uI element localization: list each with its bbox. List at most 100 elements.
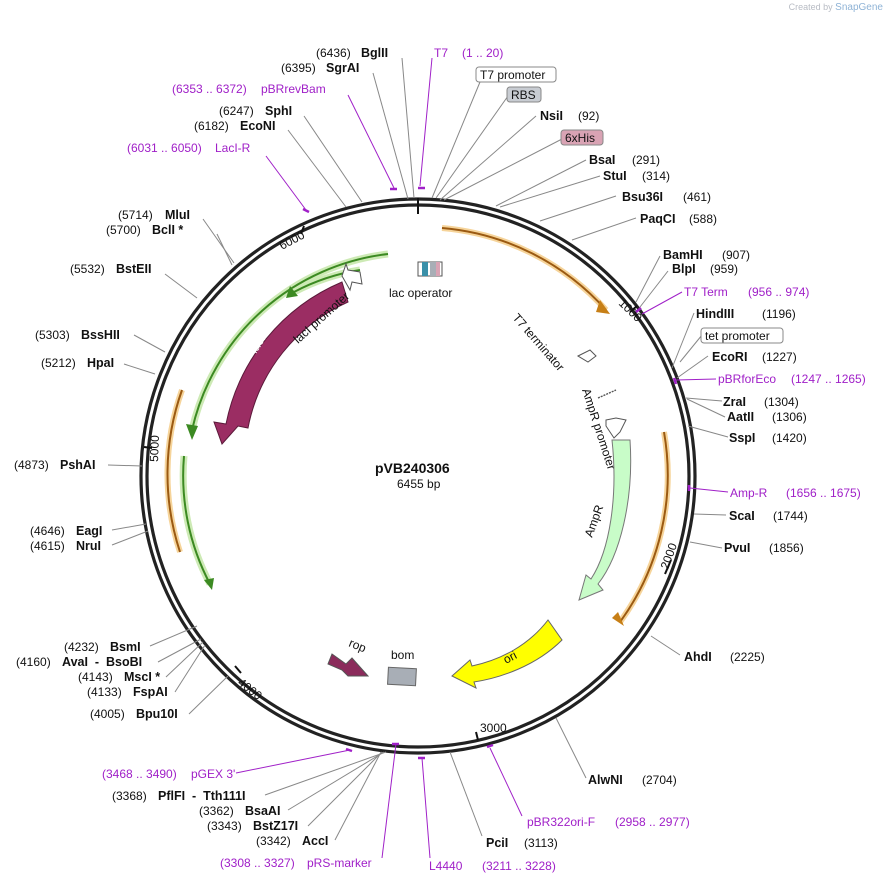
- enzyme-pos-stui: (314): [642, 169, 670, 183]
- primer-leader-t7-term: [641, 291, 683, 315]
- tick-4000: [234, 665, 242, 674]
- enzyme-pos-bsshii: (5303): [35, 328, 70, 342]
- enzyme-pos-bamhi: (907): [722, 248, 750, 262]
- enzyme-pos-hindiii: (1196): [762, 307, 796, 321]
- feature-t7-terminator-label: T7 terminator: [510, 311, 567, 374]
- leader-bsai: [495, 159, 587, 207]
- leader-pflfi: [264, 751, 387, 796]
- primer-mark-pbrforeco: [672, 377, 678, 385]
- watermark-prefix: Created by: [788, 2, 833, 12]
- enzyme-name-bpu10i: Bpu10I: [136, 707, 178, 721]
- leader-pshai: [107, 464, 143, 467]
- orf-arc-t7-head: [596, 300, 610, 314]
- enzyme-pos-bglii: (6436): [316, 46, 351, 60]
- enzyme-name-pshai: PshAI: [60, 458, 95, 472]
- feature-laci: [213, 281, 349, 445]
- feature-t7-block: [436, 262, 440, 276]
- tick-label-4000: 4000: [235, 675, 265, 703]
- enzyme-name-bsshii: BssHII: [81, 328, 120, 342]
- plasmid-name: pVB240306: [375, 460, 450, 476]
- enzyme-pos-econi: (6182): [194, 119, 229, 133]
- enzyme-pos-avai: (4160): [16, 655, 51, 669]
- leader-bsteii: [164, 273, 198, 299]
- primer-leader-pbr322ori-f: [489, 747, 523, 817]
- primer-range-t7: (1 .. 20): [462, 46, 503, 60]
- tick-1000: [629, 305, 638, 313]
- feature-ampr-promoter: [605, 417, 627, 439]
- enzyme-pos-bsu36i: (461): [683, 190, 711, 204]
- primer-name-t7: T7: [434, 46, 448, 60]
- leader-avai: [157, 638, 202, 663]
- primer-leader-pbrrevbam: [347, 94, 395, 189]
- primer-name-laci-r: LacI-R: [215, 141, 251, 155]
- enzyme-pos-bcli: (5700): [106, 223, 141, 237]
- leader-lines: [107, 57, 729, 841]
- leader-ecori: [676, 355, 709, 379]
- enzyme-pos-bsai: (291): [632, 153, 660, 167]
- tick-2000: [664, 559, 672, 575]
- leader-pcii: [449, 751, 483, 837]
- green-orf-arc-low-head: [204, 578, 214, 590]
- enzyme-name-econi: EcoNI: [240, 119, 275, 133]
- primer-leader-lines: [235, 57, 729, 859]
- enzyme-name-sspi: SspI: [729, 431, 755, 445]
- enzyme-pos-hpai: (5212): [41, 356, 76, 370]
- enzyme-name-ahdi: AhdI: [684, 650, 712, 664]
- primer-mark-pgex: [345, 747, 353, 753]
- green-orf-arc-low-core: [182, 455, 211, 585]
- enzyme-name-stui: StuI: [603, 169, 627, 183]
- primer-leader-t7: [419, 57, 433, 187]
- label-box-tet-promoter: [700, 327, 784, 344]
- tick-label-5000: 5000: [147, 435, 162, 462]
- feature-small-element: [597, 389, 617, 399]
- leader-bcli: [216, 233, 233, 266]
- leader-alwni: [555, 717, 587, 779]
- enzyme-pos-nrui: (4615): [30, 539, 65, 553]
- primer-labels: T7 (1 .. 20) (6353 .. 6372) pBRrevBam (6…: [102, 46, 866, 873]
- enzyme-pos-ahdi: (2225): [730, 650, 765, 664]
- orf-arc-t7: [441, 225, 609, 312]
- leader-bpu10i: [188, 675, 229, 715]
- primer-range-l4440: (3211 .. 3228): [482, 859, 556, 873]
- primer-leader-amp-r: [689, 487, 729, 493]
- leader-fspai: [174, 644, 206, 693]
- enzyme-name-fspai: FspAI: [133, 685, 168, 699]
- primer-name-t7-term: T7 Term: [684, 285, 728, 299]
- leader-econi: [287, 129, 347, 208]
- feature-rop-label: rop: [347, 636, 369, 656]
- leader-zrai: [685, 397, 723, 402]
- leader-sgrai: [372, 72, 409, 200]
- label-tet-promoter: tet promoter: [705, 329, 770, 343]
- leader-bsshii: [133, 334, 166, 353]
- orf-arc-left-core: [166, 389, 183, 553]
- enzyme-labels: (6436) BglII (6395) SgrAI (6247) SphI (6…: [14, 46, 808, 850]
- enzyme-pos-aatii: (1306): [772, 410, 807, 424]
- label-rbs: RBS: [511, 88, 536, 102]
- watermark-brand: SnapGene: [835, 2, 883, 13]
- tick-3000: [475, 731, 479, 741]
- primer-leader-l4440: [421, 757, 431, 859]
- feature-ori-label: ori: [501, 648, 519, 667]
- label-box-rbs: [506, 86, 542, 103]
- enzyme-name-nrui: NruI: [76, 539, 101, 553]
- leader-eagi: [111, 523, 147, 531]
- enzyme-name-paqci: PaqCI: [640, 212, 675, 226]
- enzyme-pos-blpi: (959): [710, 262, 738, 276]
- enzyme-name-pflfi: PflFI - Tth111I: [158, 789, 246, 803]
- primer-range-laci-r: (6031 .. 6050): [127, 141, 202, 155]
- leader-sphi: [303, 115, 363, 203]
- enzyme-pos-pvui: (1856): [769, 541, 804, 555]
- primer-name-pbr322ori-f: pBR322ori-F: [527, 815, 595, 829]
- leader-t7-promoter: [431, 81, 481, 199]
- leader-scai: [693, 513, 727, 516]
- enzyme-name-blpi: BlpI: [672, 262, 696, 276]
- feature-ampr-label: AmpR: [582, 503, 607, 539]
- enzyme-name-scai: ScaI: [729, 509, 755, 523]
- leader-hpai: [123, 363, 156, 375]
- enzyme-name-hindiii: HindIII: [696, 307, 734, 321]
- primer-name-prs-marker: pRS-marker: [307, 856, 372, 870]
- enzyme-name-pcii: PciI: [486, 836, 508, 850]
- enzyme-name-ecori: EcoRI: [712, 350, 747, 364]
- enzyme-name-nsii: NsiI: [540, 109, 563, 123]
